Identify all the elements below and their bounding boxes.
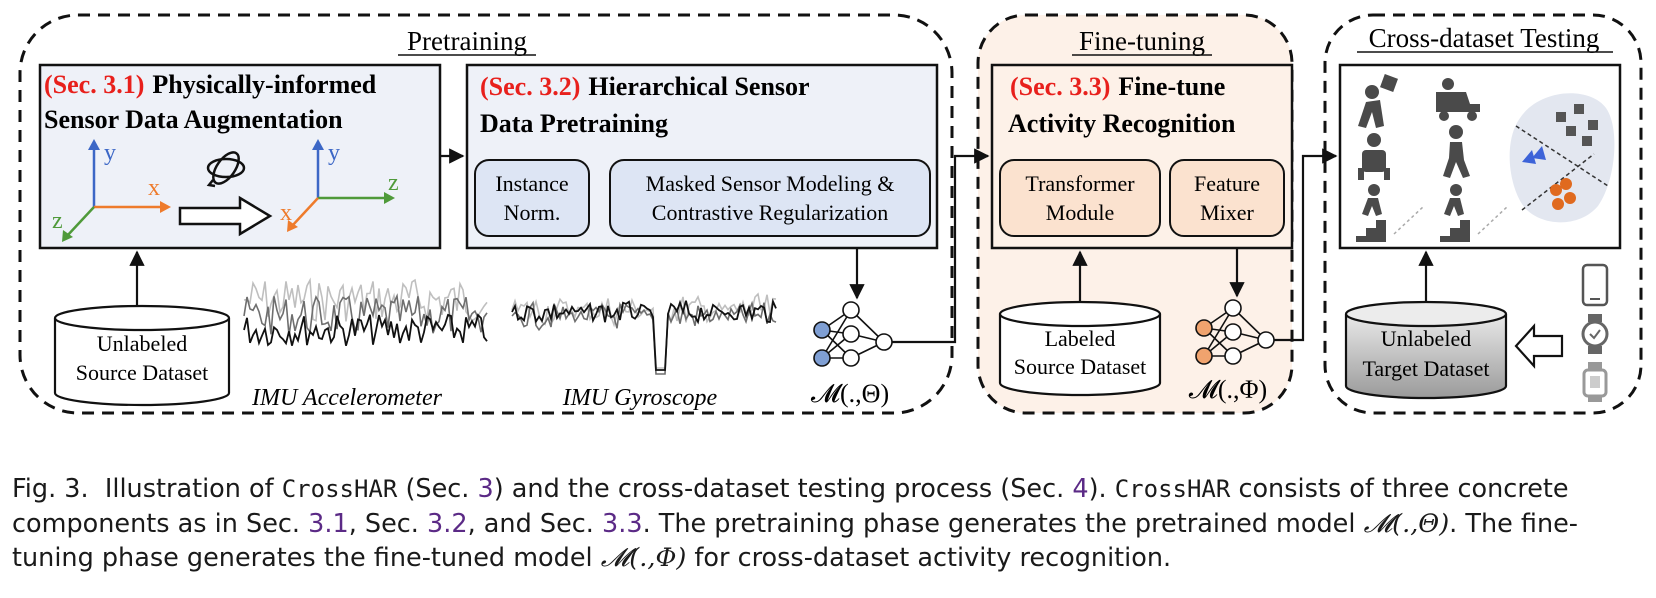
caption-method-name-2: CrossHAR <box>1114 475 1231 503</box>
labeled-source-dataset: Labeled Source Dataset <box>998 300 1162 397</box>
transform-arrow-icon <box>178 195 273 237</box>
caption-text-7: , and Sec. <box>467 508 594 539</box>
caption-text-5: consists of three concrete components as… <box>12 474 1569 539</box>
figure-caption: Fig. 3. Illustration of CrossHAR (Sec. 3… <box>12 472 1648 576</box>
augmentation-heading-line2: Sensor Data Augmentation <box>44 105 343 134</box>
transformer-module <box>999 159 1161 237</box>
pretraining-title: Pretraining <box>407 26 527 56</box>
caption-ref-sec32[interactable]: 3.2 <box>427 508 468 539</box>
instance-norm-label-2: Norm. <box>504 200 561 225</box>
axes-rotated: y z x <box>280 139 399 232</box>
vehicle-icon <box>1436 78 1480 121</box>
axis-y-label: y <box>104 140 116 166</box>
model-theta-network-icon <box>813 301 893 367</box>
pretraining-heading: (Sec. 3.2)Hierarchical Sensor <box>480 72 810 101</box>
feature-mixer-label-1: Feature <box>1194 171 1260 196</box>
feature-mixer-module <box>1169 159 1285 237</box>
unlabeled-target-dataset: Unlabeled Target Dataset <box>1344 300 1508 400</box>
wearable-band-icon <box>1582 362 1608 402</box>
caption-text-8: . The pretraining phase generates the pr… <box>642 508 1356 539</box>
caption-model-phi: 𝓜(.,Φ) <box>600 543 687 573</box>
svg-text:Unlabeled: Unlabeled <box>1381 326 1471 351</box>
augmentation-heading: (Sec. 3.1)Physically-informed <box>44 70 377 99</box>
caption-text-10: for cross-dataset activity recognition. <box>694 543 1172 573</box>
pretraining-heading-line2: Data Pretraining <box>480 109 668 138</box>
gyroscope-label: IMU Gyroscope <box>562 385 718 411</box>
caption-fig-label: Fig. 3. <box>12 474 89 504</box>
person-stairs-icon <box>1440 184 1470 242</box>
finetuning-title: Fine-tuning <box>1079 26 1205 56</box>
model-phi-label: 𝓜(.,Φ) <box>1189 375 1267 404</box>
svg-text:Unlabeled: Unlabeled <box>97 331 187 356</box>
feature-mixer-label-2: Mixer <box>1200 200 1254 225</box>
masked-modeling-label-2: Contrastive Regularization <box>652 200 888 225</box>
caption-ref-sec33[interactable]: 3.3 <box>602 508 643 539</box>
person-carrying-icon <box>1358 74 1398 128</box>
arrow-theta-to-finetune <box>892 148 990 344</box>
caption-text-9: . The fine-tuning phase generates the fi… <box>12 508 1579 574</box>
masked-modeling-module <box>609 159 931 237</box>
gyroscope-signal <box>511 292 777 375</box>
model-theta-label: 𝓜(.,Θ) <box>811 379 889 408</box>
masked-modeling-label-1: Masked Sensor Modeling & <box>646 171 895 196</box>
architecture-diagram: Pretraining Fine-tuning Cross-dataset Te… <box>18 13 1643 415</box>
instance-norm-module <box>474 159 590 237</box>
caption-text-4: ). <box>1088 474 1107 504</box>
axis-x-label-rotated: x <box>280 200 292 226</box>
smartwatch-icon <box>1581 314 1609 354</box>
accelerometer-signal <box>243 277 488 347</box>
axis-z-label-rotated: z <box>388 170 399 196</box>
transformer-label-2: Module <box>1046 200 1114 225</box>
finetune-heading-line2: Activity Recognition <box>1008 109 1236 138</box>
person-sitting-icon <box>1358 133 1390 180</box>
svg-text:Labeled: Labeled <box>1045 326 1116 351</box>
transformer-label-1: Transformer <box>1025 171 1135 196</box>
axis-x-label: x <box>148 175 160 201</box>
rotation-icon <box>206 151 246 188</box>
caption-text-1: Illustration of <box>104 474 274 504</box>
instance-norm-label-1: Instance <box>495 171 568 196</box>
caption-text-2: (Sec. <box>405 474 470 504</box>
caption-ref-sec4[interactable]: 4 <box>1072 474 1089 504</box>
svg-text:Target Dataset: Target Dataset <box>1363 356 1490 381</box>
svg-text:Source Dataset: Source Dataset <box>76 360 209 385</box>
caption-ref-sec3[interactable]: 3 <box>477 474 494 504</box>
axis-z-label: z <box>52 208 63 234</box>
finetune-heading: (Sec. 3.3)Fine-tune <box>1010 72 1225 101</box>
caption-text-6: , Sec. <box>348 508 419 539</box>
testing-title: Cross-dataset Testing <box>1369 23 1600 53</box>
unlabeled-source-dataset: Unlabeled Source Dataset <box>53 304 231 407</box>
caption-ref-sec31[interactable]: 3.1 <box>308 508 349 539</box>
axes-original: y x z <box>52 139 171 242</box>
axis-y-label-rotated: y <box>328 140 340 166</box>
cluster-plot-icon <box>1509 93 1615 223</box>
caption-text-3: ) and the cross-dataset testing process … <box>493 474 1065 504</box>
arrow-phi-to-testing <box>1274 148 1338 342</box>
person-walking-icon <box>1443 125 1470 178</box>
person-stairs-up-icon <box>1356 184 1386 242</box>
caption-method-name: CrossHAR <box>281 475 398 503</box>
svg-text:Source Dataset: Source Dataset <box>1014 354 1147 379</box>
model-phi-network-icon <box>1195 299 1275 365</box>
accelerometer-label: IMU Accelerometer <box>251 385 443 411</box>
device-input-arrow-icon <box>1514 323 1564 369</box>
activity-icons <box>1356 74 1480 242</box>
smartphone-icon <box>1581 263 1609 307</box>
caption-model-theta: 𝓜(.,Θ) <box>1363 508 1450 539</box>
